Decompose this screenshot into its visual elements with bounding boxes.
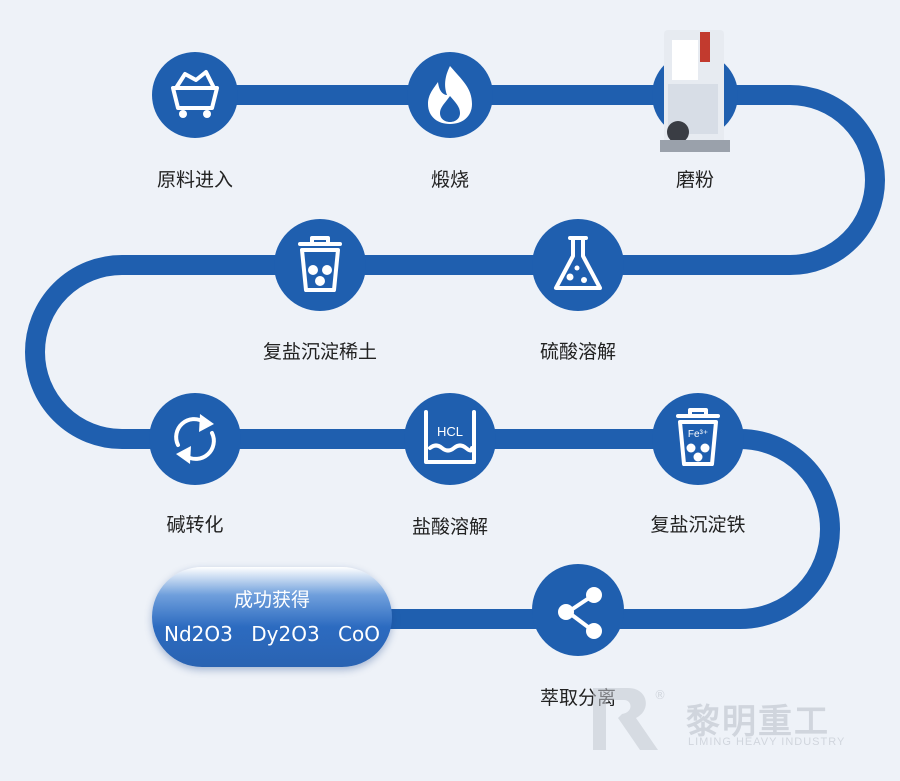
- step-label-6: 碱转化: [166, 514, 224, 536]
- registered-mark: ®: [654, 688, 666, 702]
- step-label-2: 煅烧: [430, 169, 470, 191]
- step-label-8: 复盐沉淀铁: [650, 514, 746, 536]
- result-products: Nd2O3 Dy2O3 CoO: [152, 622, 392, 646]
- step-node-8: Fe³⁺: [652, 393, 744, 485]
- iron-ion-label: Fe³⁺: [688, 429, 708, 440]
- step-node-9: [532, 564, 624, 656]
- flask-icon: [554, 236, 602, 290]
- share-nodes-icon: [558, 587, 602, 639]
- step-label-5: 复盐沉淀稀土: [262, 341, 378, 363]
- ore-cart-icon: [171, 70, 219, 118]
- step-node-5: [274, 219, 366, 311]
- brand-name-en: LIMING HEAVY INDUSTRY: [688, 736, 846, 748]
- step-label-4: 硫酸溶解: [539, 341, 617, 363]
- step-node-3: [652, 30, 738, 152]
- result-title: 成功获得: [233, 589, 310, 611]
- step-node-6: [149, 393, 241, 485]
- step-node-4: [532, 219, 624, 311]
- step-label-7: 盐酸溶解: [411, 516, 489, 538]
- step-node-7: HCL: [404, 393, 496, 485]
- product-dy2o3: Dy2O3: [251, 622, 320, 646]
- flame-icon: [428, 66, 472, 124]
- step-node-2: [407, 52, 493, 138]
- brand-name: 黎明重工: [686, 702, 830, 742]
- recycle-arrows-icon: [174, 414, 216, 464]
- acid-tank-icon: HCL: [424, 410, 476, 464]
- acid-tank-label: HCL: [437, 424, 463, 439]
- precipitation-bin-icon: [298, 236, 342, 292]
- grinding-mill-icon: [660, 30, 730, 152]
- step-label-1: 原料进入: [156, 169, 234, 191]
- brand-watermark: ® 黎明重工 LIMING HEAVY INDUSTRY: [588, 688, 848, 758]
- result-pill: 成功获得 Nd2O3 Dy2O3 CoO: [152, 567, 392, 667]
- product-nd2o3: Nd2O3: [164, 622, 233, 646]
- step-label-3: 磨粉: [675, 169, 715, 191]
- product-coo: CoO: [338, 622, 380, 646]
- flow-path: [25, 85, 885, 629]
- step-node-1: [152, 52, 238, 138]
- precipitation-bin-icon: Fe³⁺: [676, 408, 720, 466]
- brand-logo-icon: [593, 688, 658, 750]
